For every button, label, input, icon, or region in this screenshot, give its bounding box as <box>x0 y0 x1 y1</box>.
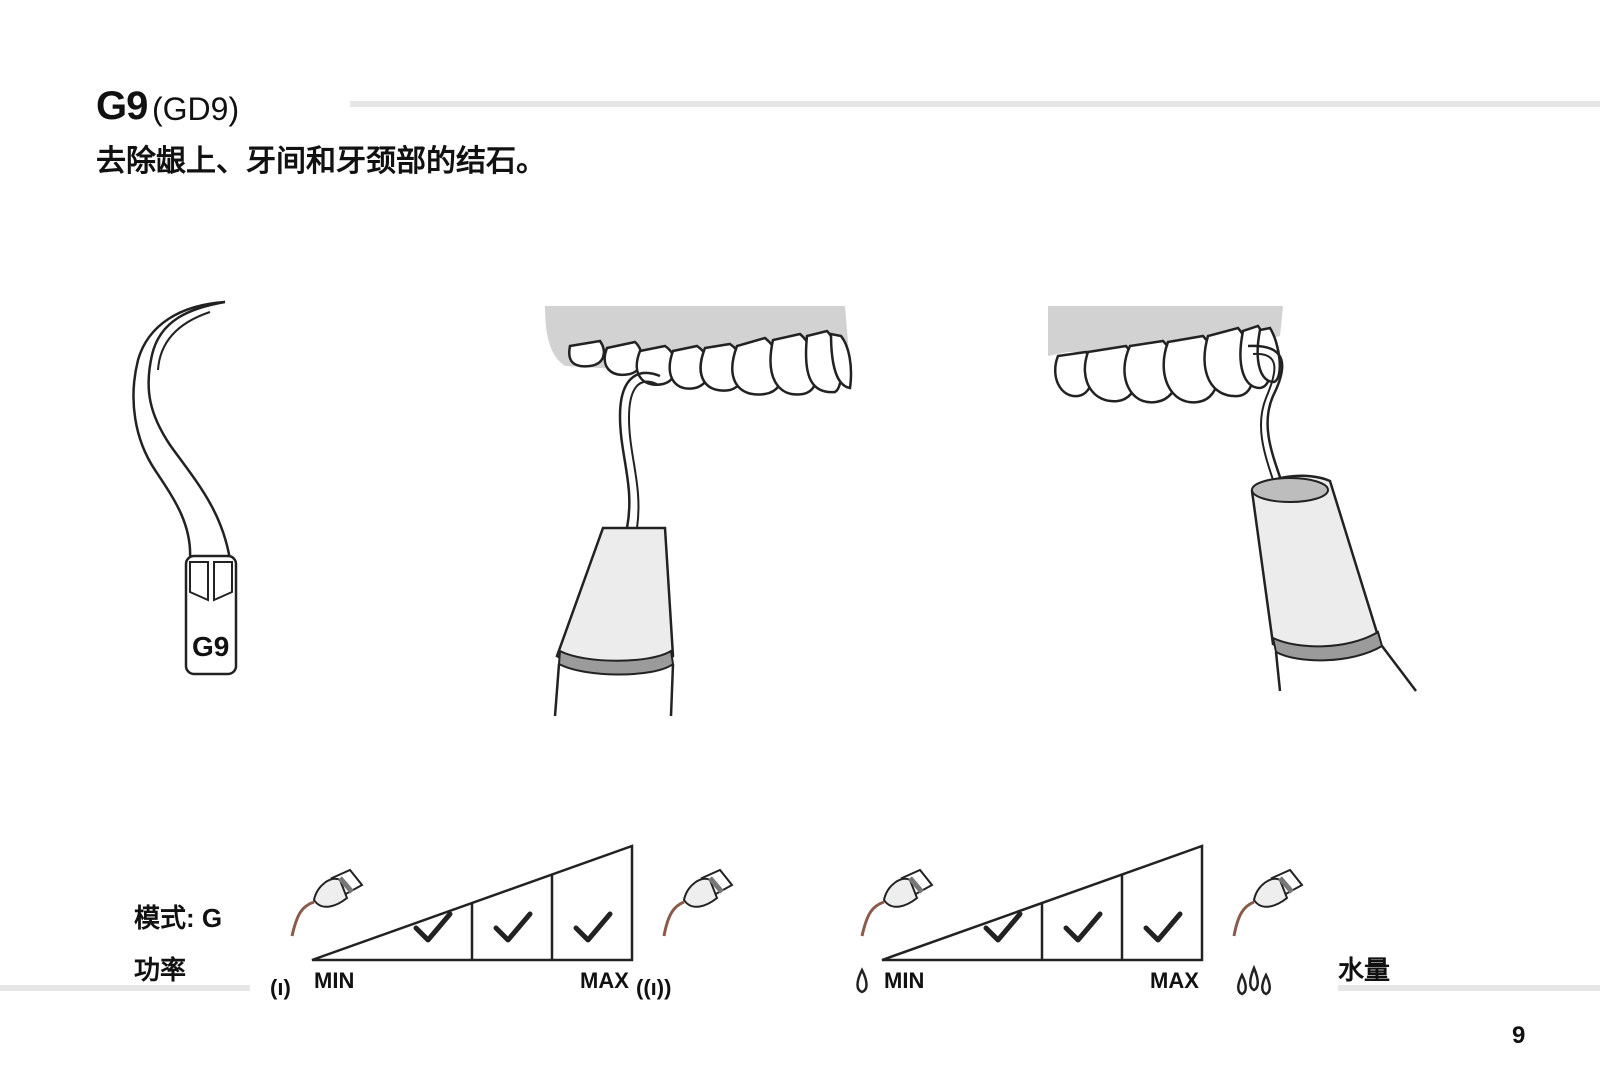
side-teeth-illustration <box>1048 306 1417 692</box>
power-check-4 <box>573 911 613 943</box>
scaler-tip-illustration: G9 <box>132 300 238 676</box>
tip-engraving: G9 <box>192 631 229 662</box>
mode-label: 模式: G <box>134 903 223 933</box>
water-scale: MIN MAX <box>856 844 1304 996</box>
power-scale-dividers <box>470 874 554 960</box>
water-max-label: MAX <box>1150 968 1199 993</box>
power-scale: (ı) MIN MAX ((ı)) <box>270 844 734 1000</box>
power-label: 功率 <box>134 955 187 985</box>
power-min-handpiece-icon <box>290 868 364 937</box>
tip-flat-left <box>189 561 209 602</box>
power-max-handpiece-icon <box>662 868 734 937</box>
tip-description: 去除龈上、牙间和牙颈部的结石。 <box>96 145 546 178</box>
teeth-row <box>1053 324 1282 404</box>
power-check-2 <box>413 911 453 943</box>
handpiece-tip-wire <box>618 371 661 529</box>
water-scale-checks <box>983 911 1183 943</box>
power-max-label: MAX <box>580 968 629 993</box>
handpiece-grip <box>1274 645 1417 692</box>
front-teeth-illustration <box>545 306 853 717</box>
handpiece-tip-wire <box>1247 344 1285 487</box>
water-min-handpiece-icon <box>860 868 934 937</box>
handpiece-body <box>555 526 675 669</box>
handpiece-body <box>1250 474 1380 654</box>
handpiece-nozzle <box>1251 477 1329 503</box>
handpiece-tip-wire-inner <box>1252 352 1276 487</box>
water-min-label: MIN <box>884 968 924 993</box>
header-rule <box>350 101 1600 107</box>
power-check-3 <box>493 911 533 943</box>
handpiece-grip <box>553 663 675 717</box>
footer-rule-right <box>1338 985 1600 991</box>
tip-flat-right <box>213 561 233 602</box>
water-check-4 <box>1143 911 1183 943</box>
water-check-3 <box>1063 911 1103 943</box>
power-max-vibration-icon: ((ı)) <box>636 975 671 1000</box>
page-number: 9 <box>1512 1022 1526 1049</box>
tip-code-alias: (GD9) <box>152 91 240 127</box>
teeth-row <box>568 329 853 396</box>
water-check-2 <box>983 911 1023 943</box>
water-scale-dividers <box>1040 874 1124 960</box>
tip-code-title: G9 <box>96 84 148 128</box>
power-min-vibration-icon: (ı) <box>270 975 291 1000</box>
water-max-handpiece-icon <box>1232 868 1304 937</box>
water-max-drops-icon <box>1237 964 1271 996</box>
water-label: 水量 <box>1338 955 1391 985</box>
power-min-label: MIN <box>314 968 354 993</box>
power-scale-checks <box>413 911 613 943</box>
handpiece-tip-wire-inner <box>627 380 658 529</box>
tip-shaft <box>132 300 232 562</box>
water-min-drop-icon <box>856 967 868 994</box>
tip-body <box>184 554 238 676</box>
tip-shaft-highlight <box>157 311 211 371</box>
footer-rule-left <box>0 985 250 991</box>
